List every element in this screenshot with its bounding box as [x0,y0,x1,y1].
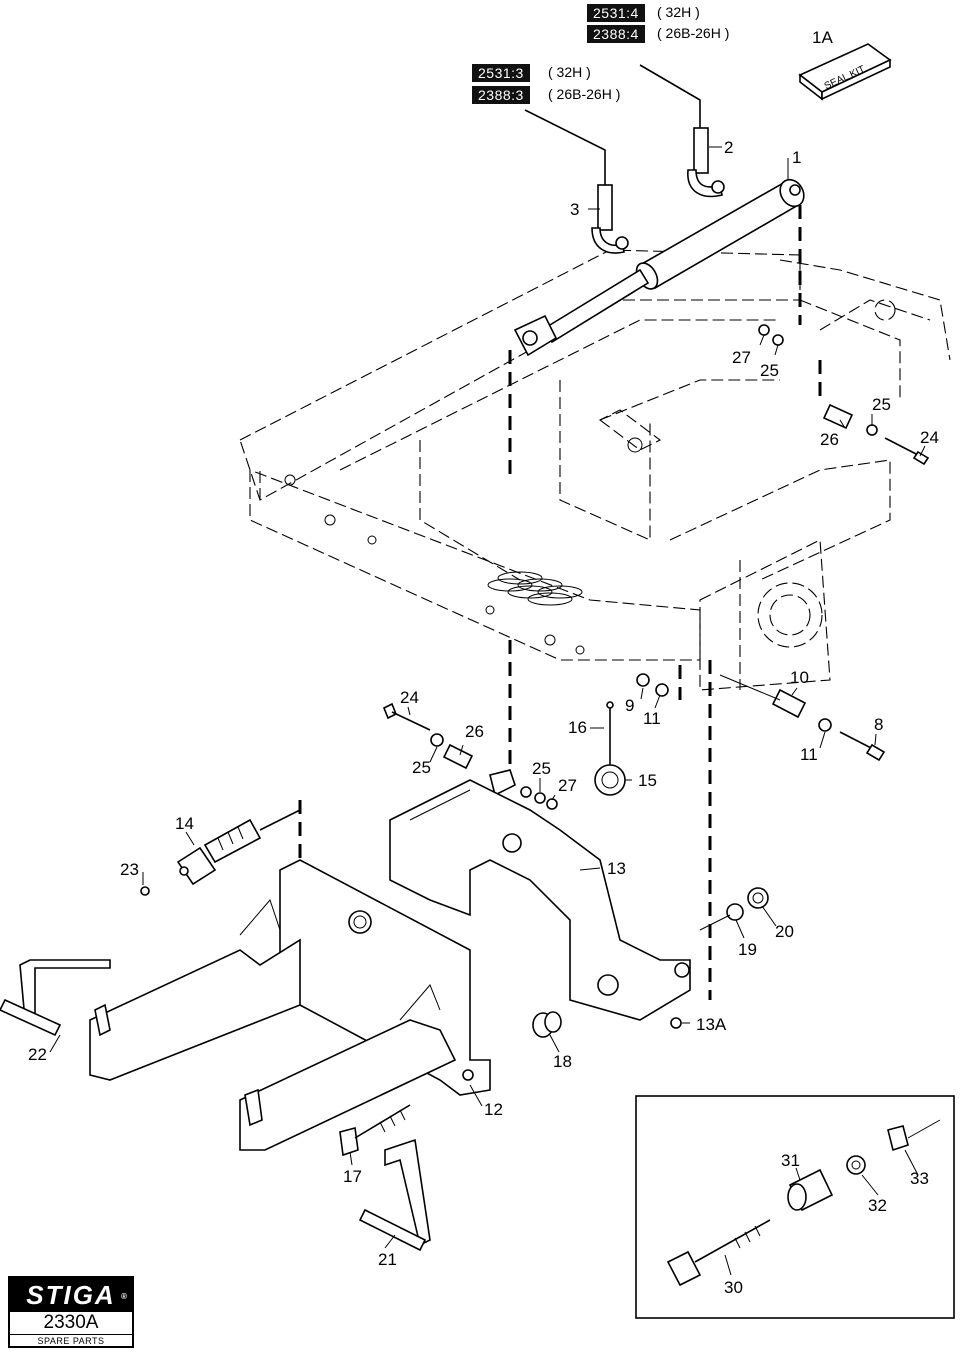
label-part-25c: 25 [412,758,431,777]
label-part-31: 31 [781,1151,800,1170]
label-part-14: 14 [175,814,194,833]
fasteners-upper-right [758,324,930,466]
stiga-footer: STIGA ® 2330A SPARE PARTS [8,1276,134,1348]
hydraulic-hose-3 [524,109,629,254]
tractor-frame-outline [239,249,951,691]
label-part-32: 32 [868,1196,887,1215]
label-part-25a: 25 [760,361,779,380]
pin-21 [358,1138,431,1252]
label-part-18: 18 [553,1052,572,1071]
label-part-8: 8 [874,715,883,734]
leader-lines [49,146,926,1276]
label-part-27a: 27 [732,348,751,367]
diagram-code: 2330A [10,1312,132,1335]
label-part-30: 30 [724,1278,743,1297]
part-labels: 1 2 3 27 25 25 26 24 10 9 11 8 11 16 15 … [28,28,939,1297]
label-part-19: 19 [738,940,757,959]
frame-grille [487,571,583,606]
label-part-10: 10 [790,668,809,687]
label-part-21: 21 [378,1250,397,1269]
ref-note-26b-top: ( 26B-26H ) [657,25,730,41]
ref-note-32h-top: ( 32H ) [657,4,700,20]
washer-19-nut-20 [699,887,769,931]
label-part-11b: 11 [800,745,818,764]
spare-parts-label: SPARE PARTS [37,1336,105,1346]
pivot-bolt-14 [140,809,301,896]
ref-tag-2531-3: 2531:3 [472,64,530,82]
label-part-25b: 25 [872,395,891,414]
label-part-12: 12 [484,1100,503,1119]
label-part-23: 23 [120,860,139,879]
label-part-1: 1 [792,148,801,167]
label-part-1A: 1A [812,28,833,47]
ref-note-26b-left: ( 26B-26H ) [548,86,621,102]
label-part-33: 33 [910,1169,929,1188]
stiga-brand: STIGA [26,1280,116,1310]
lift-pin-22 [0,959,111,1037]
registered-mark: ® [121,1292,129,1301]
label-part-11a: 11 [643,709,661,728]
lift-frame-12 [89,859,491,1151]
label-part-20: 20 [775,922,794,941]
label-part-16: 16 [568,718,587,737]
seal-kit-box [798,43,892,101]
label-part-17: 17 [343,1167,362,1186]
bracket-13 [389,779,691,1029]
hydraulic-hose-2 [639,64,725,198]
label-part-26b: 26 [465,722,484,741]
label-part-27b: 27 [558,776,577,795]
label-part-22: 22 [28,1045,47,1064]
label-part-24b: 24 [400,688,419,707]
ref-note-32h-left: ( 32H ) [548,64,591,80]
label-part-25d: 25 [532,759,551,778]
label-part-26a: 26 [820,430,839,449]
label-part-3: 3 [570,200,579,219]
stiga-logo: STIGA ® [10,1278,132,1312]
label-part-9: 9 [625,696,634,715]
fasteners-left [382,702,558,810]
label-part-2: 2 [724,138,733,157]
ref-tag-2388-4: 2388:4 [587,25,645,43]
label-part-13A: 13A [696,1015,727,1034]
label-part-24a: 24 [920,428,939,447]
inset-box [635,1095,955,1319]
label-part-13: 13 [607,859,626,878]
spacer-18 [532,1011,562,1038]
ref-tag-2388-3: 2388:3 [472,86,530,104]
ref-tag-2531-4: 2531:4 [587,4,645,22]
label-part-15: 15 [638,771,657,790]
bolt-17 [339,1104,411,1157]
